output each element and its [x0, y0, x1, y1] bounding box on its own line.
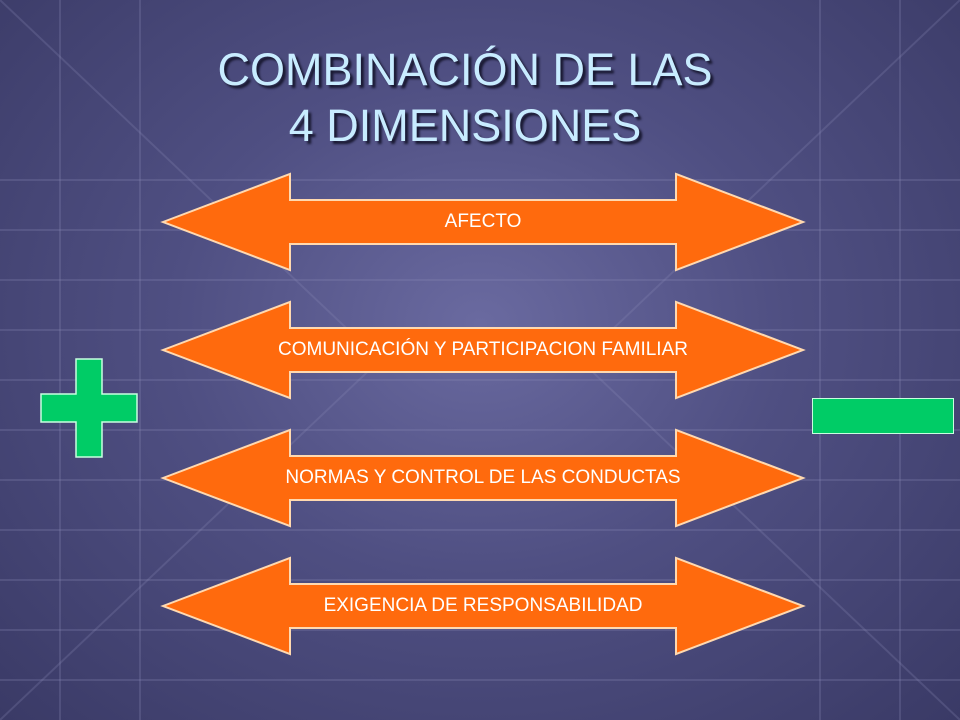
- dimension-label: COMUNICACIÓN Y PARTICIPACION FAMILIAR: [278, 339, 688, 360]
- double-arrow-icon: [160, 172, 806, 272]
- double-arrow-icon: [160, 556, 806, 656]
- double-arrow-icon: [160, 428, 806, 528]
- double-arrow-icon: [160, 300, 806, 400]
- dimension-arrow-normas: NORMAS Y CONTROL DE LAS CONDUCTAS: [160, 428, 806, 528]
- dimension-label: AFECTO: [444, 211, 522, 232]
- dimension-arrow-comunicacion: COMUNICACIÓN Y PARTICIPACION FAMILIAR: [160, 300, 806, 400]
- dimension-arrow-exigencia: EXIGENCIA DE RESPONSABILIDAD: [160, 556, 806, 656]
- minus-icon: [812, 398, 954, 434]
- title-line-2: 4 DIMENSIONES: [288, 100, 642, 151]
- dimension-arrow-afecto: AFECTO: [160, 172, 806, 272]
- slide-title: COMBINACIÓN DE LAS 4 DIMENSIONES: [100, 42, 830, 154]
- dimension-label: NORMAS Y CONTROL DE LAS CONDUCTAS: [285, 467, 681, 488]
- title-line-1: COMBINACIÓN DE LAS: [217, 44, 713, 95]
- dimension-label: EXIGENCIA DE RESPONSABILIDAD: [323, 595, 643, 616]
- plus-icon: [40, 358, 138, 458]
